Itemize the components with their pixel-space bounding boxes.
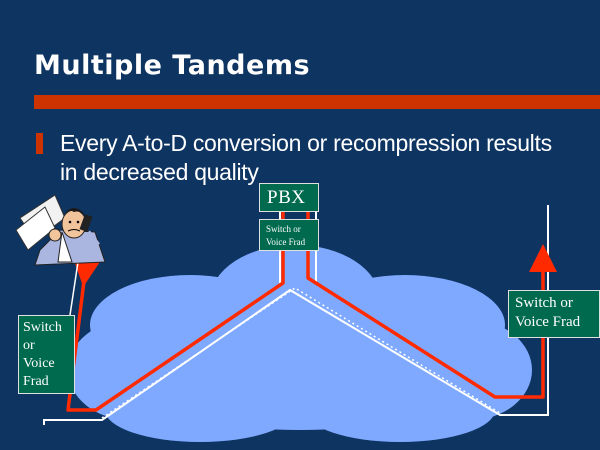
slide-title: Multiple Tandems: [34, 50, 311, 81]
right-switch-box: Switch or Voice Frad: [508, 290, 600, 338]
left-switch-label-line-1: Switch: [23, 320, 62, 335]
pbx-label: PBX: [267, 187, 306, 208]
right-switch-label-line-2: Voice Frad: [515, 314, 581, 330]
center-switch-label-line-1: Switch or: [266, 224, 301, 234]
bullet-marker: [36, 133, 43, 154]
left-switch-label-line-3: Voice: [23, 356, 55, 371]
network-cloud: [68, 245, 532, 442]
pbx-box: PBX: [259, 183, 319, 212]
left-switch-box: Switch or Voice Frad: [18, 315, 75, 394]
bullet-line-2: in decreased quality: [60, 159, 259, 185]
bullet-text: Every A-to-D conversion or recompression…: [60, 129, 570, 187]
frustrated-man-on-phone-icon: [15, 194, 106, 316]
title-underline-bar: [34, 95, 600, 109]
left-switch-label-line-2: or: [23, 338, 35, 353]
left-switch-label-line-4: Frad: [23, 374, 49, 389]
center-switch-box: Switch or Voice Frad: [259, 219, 319, 251]
bullet-line-1: Every A-to-D conversion or recompression…: [60, 130, 552, 156]
right-switch-label-line-1: Switch or: [515, 295, 573, 311]
center-switch-label-line-2: Voice Frad: [266, 237, 306, 247]
